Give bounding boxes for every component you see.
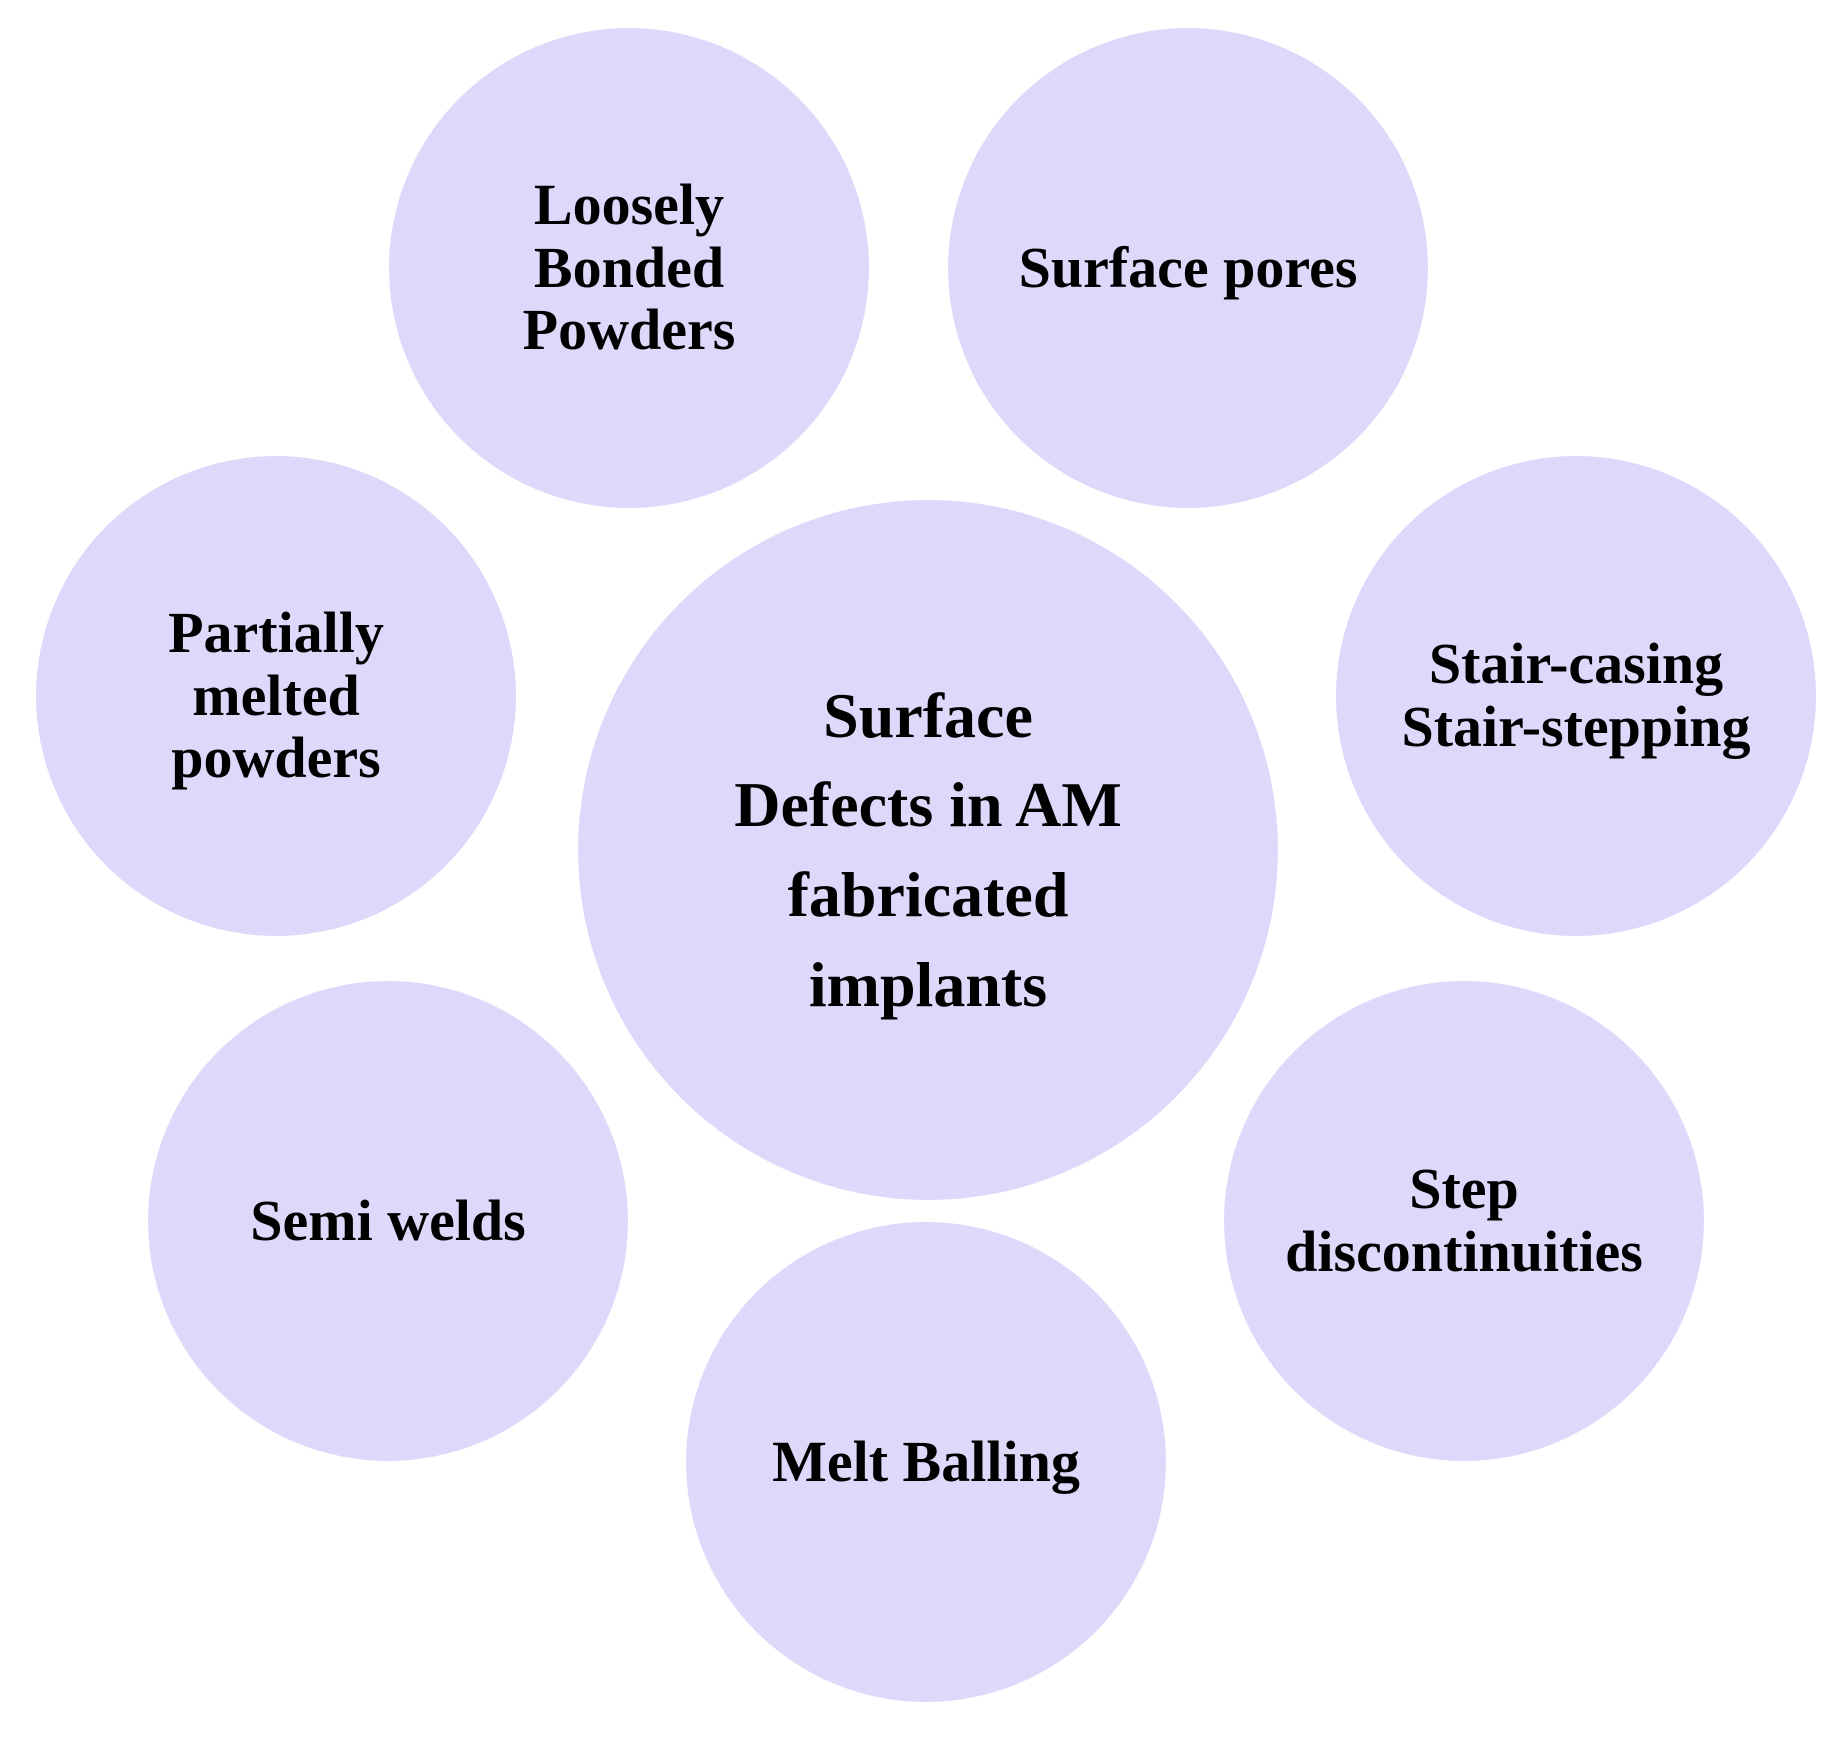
defect-label: Stair-casing Stair-stepping bbox=[1401, 631, 1751, 759]
center-bubble: Surface Defects in AM fabricated implant… bbox=[578, 500, 1278, 1200]
defect-label: Melt Balling bbox=[772, 1428, 1080, 1494]
defect-label: Loosely Bonded Powders bbox=[522, 172, 736, 363]
defect-bubble-partially-melted-powders: Partially melted powders bbox=[36, 456, 516, 936]
defect-bubble-step-discontinuities: Step discontinuities bbox=[1224, 981, 1704, 1461]
defect-label: Step discontinuities bbox=[1285, 1156, 1643, 1284]
defect-bubble-semi-welds: Semi welds bbox=[148, 981, 628, 1461]
center-label: Surface Defects in AM fabricated implant… bbox=[734, 679, 1122, 1020]
defect-bubble-loosely-bonded-powders: Loosely Bonded Powders bbox=[389, 28, 869, 508]
defect-label: Semi welds bbox=[250, 1187, 526, 1253]
defect-label: Surface pores bbox=[1018, 234, 1358, 300]
defect-label: Partially melted powders bbox=[168, 600, 384, 791]
defect-bubble-stair-casing: Stair-casing Stair-stepping bbox=[1336, 456, 1816, 936]
defect-bubble-melt-balling: Melt Balling bbox=[686, 1222, 1166, 1702]
defect-bubble-surface-pores: Surface pores bbox=[948, 28, 1428, 508]
